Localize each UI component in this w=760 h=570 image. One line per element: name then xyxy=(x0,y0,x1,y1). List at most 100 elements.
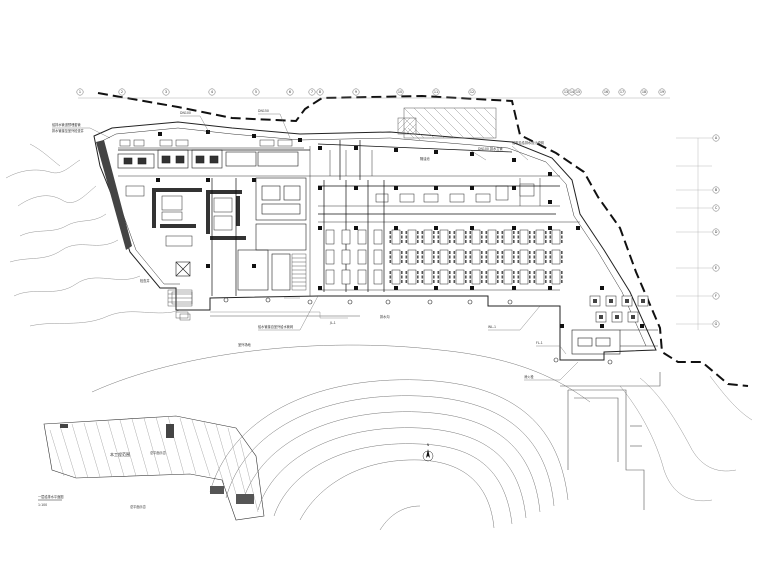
svg-text:D: D xyxy=(715,230,718,234)
svg-text:E: E xyxy=(715,266,717,270)
dining-table xyxy=(341,269,351,285)
dining-table xyxy=(407,249,417,265)
dining-chair xyxy=(405,280,408,283)
dining-chair xyxy=(485,280,488,283)
axis-bubbles-right: A B C D E F G xyxy=(712,134,720,328)
dining-table xyxy=(423,269,433,285)
dining-table xyxy=(391,229,401,245)
annotation-label: DN100 排水立管 xyxy=(478,146,503,151)
dining-chair xyxy=(401,271,403,274)
dining-table xyxy=(373,269,383,285)
dining-chair xyxy=(545,275,547,279)
axis-bubble: 1 xyxy=(76,88,84,96)
inspection-wells xyxy=(223,297,613,365)
annotation-label: 排水沟 xyxy=(380,314,390,319)
dining-table xyxy=(535,229,545,245)
dining-table xyxy=(439,269,449,285)
annotation-label: DN100 xyxy=(180,111,191,115)
dining-chair xyxy=(549,275,552,279)
hatched-zone-top-right xyxy=(403,107,497,139)
dining-table xyxy=(503,249,513,265)
annotation-label: WL-1 xyxy=(488,325,496,329)
axis-bubble: 11 xyxy=(432,88,440,96)
svg-text:14: 14 xyxy=(570,90,574,94)
svg-text:19: 19 xyxy=(660,90,664,94)
dining-chair xyxy=(545,251,547,254)
lounge-table-top xyxy=(625,299,629,303)
dining-chair xyxy=(453,275,456,279)
dining-chair xyxy=(453,240,456,243)
dining-chair xyxy=(433,280,435,283)
dining-chair xyxy=(433,231,435,234)
dining-chair xyxy=(421,235,424,239)
dining-table xyxy=(357,229,367,245)
dining-chair xyxy=(421,260,424,263)
dining-table xyxy=(407,229,417,245)
dining-chair xyxy=(449,255,451,259)
dining-chair xyxy=(417,255,419,259)
dining-chair xyxy=(533,271,536,274)
dining-chair xyxy=(481,260,483,263)
hatched-zone-upper-middle xyxy=(397,117,417,135)
dining-chair xyxy=(481,280,483,283)
dining-table xyxy=(535,249,545,265)
dining-chair xyxy=(533,240,536,243)
dining-chair xyxy=(417,280,419,283)
lounge-table-top xyxy=(609,299,613,303)
axis-bubble: 4 xyxy=(208,88,216,96)
dining-chair xyxy=(517,280,520,283)
dining-chair xyxy=(529,271,531,274)
dining-chair xyxy=(501,255,504,259)
dining-table xyxy=(519,269,529,285)
axis-bubble: 8 xyxy=(316,88,324,96)
dining-table xyxy=(471,249,481,265)
dining-chair xyxy=(501,280,504,283)
dining-chair xyxy=(545,260,547,263)
left-wall-hatch xyxy=(96,140,132,250)
dining-chair xyxy=(517,275,520,279)
dining-table xyxy=(551,249,561,265)
dining-chair xyxy=(433,275,435,279)
dining-chair xyxy=(421,271,424,274)
dining-chair xyxy=(497,240,499,243)
dining-chair xyxy=(497,260,499,263)
building-outline xyxy=(93,121,657,361)
svg-text:11: 11 xyxy=(434,90,438,94)
dining-table xyxy=(391,269,401,285)
site-boundary-line xyxy=(97,92,749,387)
axis-bubble: 3 xyxy=(162,88,170,96)
plan-title: 一层给排水平面图 xyxy=(38,494,64,499)
dining-chair xyxy=(465,280,467,283)
dining-chair xyxy=(401,235,403,239)
dining-chair xyxy=(501,235,504,239)
dining-chair xyxy=(481,235,483,239)
dining-chair xyxy=(389,231,392,234)
dining-table xyxy=(439,229,449,245)
dining-chair xyxy=(485,275,488,279)
dining-chair xyxy=(437,275,440,279)
dining-chair xyxy=(549,280,552,283)
dining-chair xyxy=(437,251,440,254)
axis-bubble: 9 xyxy=(352,88,360,96)
dining-chair xyxy=(533,275,536,279)
dining-chair xyxy=(497,235,499,239)
dining-chair xyxy=(517,255,520,259)
dining-chair xyxy=(513,240,515,243)
axis-bubble: 19 xyxy=(658,88,666,96)
dining-chair xyxy=(449,251,451,254)
dining-chair xyxy=(549,240,552,243)
axis-bubble: G xyxy=(712,320,720,328)
dining-table xyxy=(439,249,449,265)
dining-chair xyxy=(561,275,563,279)
dining-chair xyxy=(417,271,419,274)
dining-chair xyxy=(405,260,408,263)
dining-chair xyxy=(549,231,552,234)
dining-chair xyxy=(401,280,403,283)
lounge-table-top xyxy=(599,315,603,319)
terrain-contours-left xyxy=(5,143,181,327)
right-wing-lower xyxy=(571,329,658,355)
svg-text:C: C xyxy=(715,206,718,210)
dining-chair xyxy=(401,251,403,254)
axis-bubble: B xyxy=(712,186,720,194)
dining-chair xyxy=(561,251,563,254)
